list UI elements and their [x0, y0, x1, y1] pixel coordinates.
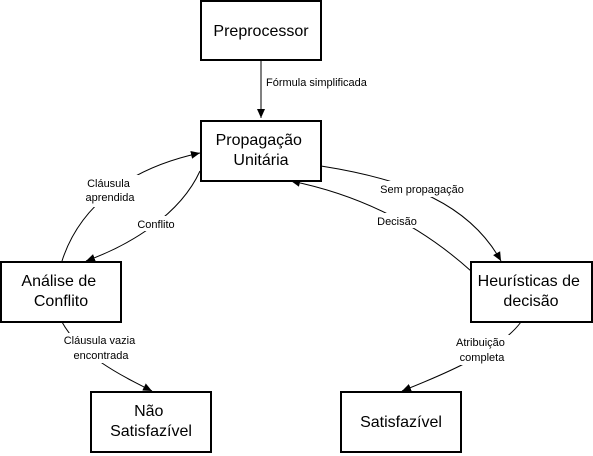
node-heuristicas-de-decisao: Heurísticas de decisão: [470, 261, 593, 323]
edge-propagacao-to-analise: Conflito: [85, 170, 201, 262]
edge-label-conflito: Conflito: [137, 219, 174, 231]
edge-label-atribuicao: Atribuição completa: [456, 337, 508, 364]
edge-propagacao-to-heuristicas: Sem propagação: [320, 165, 502, 262]
node-propagacao-unitaria: Propagação Unitária: [200, 120, 322, 182]
node-label-heuristicas-de-decisao: Heurísticas de decisão: [478, 273, 585, 310]
edge-label-decisao: Decisão: [377, 216, 417, 228]
node-preprocessor: Preprocessor: [200, 0, 322, 61]
edge-analise-to-propagacao: Cláusula aprendida: [61, 150, 201, 262]
edge-heuristicas-to-satisfazivel: Atribuição completa: [401, 321, 522, 392]
node-satisfazivel: Satisfazível: [340, 391, 462, 453]
node-nao-satisfazivel: Não Satisfazível: [90, 391, 212, 453]
node-label-nao-satisfazivel: Não Satisfazível: [110, 403, 192, 440]
edge-label-formula: Fórmula simplificada: [266, 77, 368, 89]
edge-heuristicas-to-propagacao: Decisão: [290, 178, 472, 272]
edge-label-clausula-aprendida: Cláusula aprendida: [86, 178, 136, 204]
node-analise-de-conflito: Análise de Conflito: [0, 261, 122, 323]
node-label-analise-de-conflito: Análise de Conflito: [21, 273, 100, 310]
edge-label-sem-propagacao: Sem propagação: [380, 184, 464, 196]
node-label-propagacao-unitaria: Propagação Unitária: [216, 132, 307, 169]
node-label-preprocessor: Preprocessor: [213, 23, 309, 40]
edge-preprocessor-to-propagacao: Fórmula simplificada: [257, 60, 368, 118]
edge-label-clausula-vazia: Cláusula vazia encontrada: [64, 335, 139, 362]
edge-analise-to-nao-satisfazivel: Cláusula vazia encontrada: [57, 321, 153, 392]
node-label-satisfazivel: Satisfazível: [360, 414, 442, 431]
